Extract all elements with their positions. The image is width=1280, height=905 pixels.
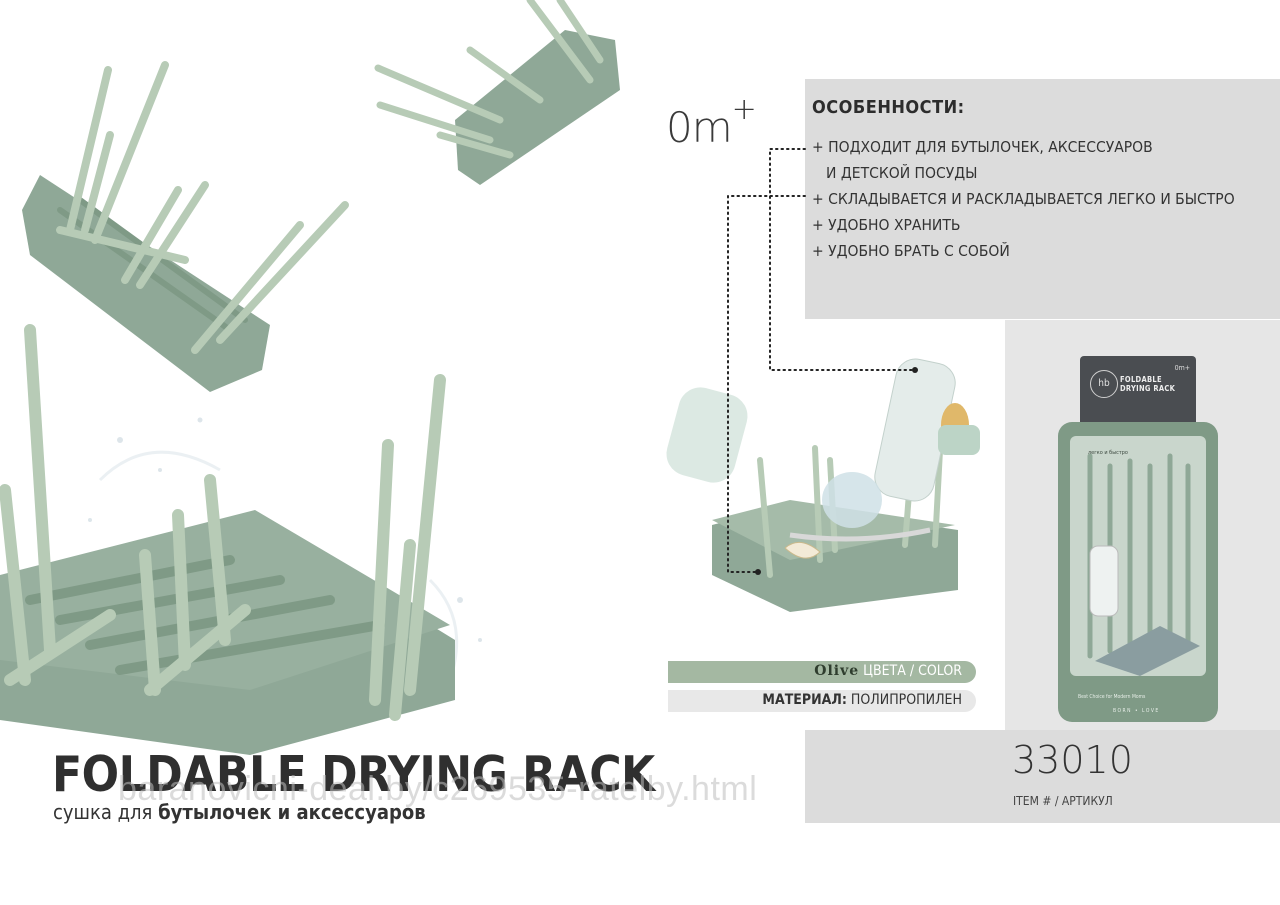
age-label: 0m+ bbox=[666, 92, 757, 152]
box-footer: BORN • LOVE bbox=[1113, 708, 1160, 714]
box-age: 0m+ bbox=[1174, 364, 1190, 372]
feature-item: И ДЕТСКОЙ ПОСУДЫ bbox=[826, 164, 978, 182]
article-number: 33010 bbox=[1012, 738, 1133, 782]
drying-rack-tilted-image bbox=[22, 61, 349, 392]
feature-item: + УДОБНО БРАТЬ С СОБОЙ bbox=[812, 242, 1010, 260]
box-window: легко и быстро bbox=[1070, 436, 1206, 676]
article-label: ITEM # / АРТИКУЛ bbox=[1013, 794, 1113, 808]
product-subtitle: сушка для бутылочек и аксессуаров bbox=[53, 800, 426, 824]
feature-item: + ПОДХОДИТ ДЛЯ БУТЫЛОЧЕК, АКСЕССУАРОВ bbox=[812, 138, 1153, 156]
color-label: ЦВЕТА / COLOR bbox=[863, 663, 962, 679]
watermark: baranovichi-deal.by/c269535-ratelby.html bbox=[118, 770, 758, 808]
material-value: ПОЛИПРОПИЛЕН bbox=[850, 692, 962, 708]
drying-rack-large-image bbox=[0, 324, 455, 755]
material-label: МАТЕРИАЛ: bbox=[762, 692, 847, 708]
box-subtitle: легко и быстро bbox=[1088, 450, 1128, 456]
color-bar: Olive ЦВЕТА / COLOR bbox=[668, 661, 976, 683]
product-title: FOLDABLE DRYING RACK bbox=[52, 746, 655, 803]
box-body: легко и быстро Best Choice for Modern Mo… bbox=[1058, 422, 1218, 722]
feature-item: + УДОБНО ХРАНИТЬ bbox=[812, 216, 961, 234]
brand-logo: hb bbox=[1090, 370, 1118, 398]
features-panel bbox=[805, 79, 1280, 319]
article-panel bbox=[805, 730, 1280, 823]
drying-rack-with-bottles-image bbox=[666, 358, 980, 612]
features-title: ОСОБЕННОСТИ: bbox=[812, 97, 965, 118]
material-bar: МАТЕРИАЛ: ПОЛИПРОПИЛЕН bbox=[668, 690, 976, 712]
box-tagline: Best Choice for Modern Moms bbox=[1078, 694, 1146, 700]
color-name: Olive bbox=[814, 663, 860, 679]
features-list: + ПОДХОДИТ ДЛЯ БУТЫЛОЧЕК, АКСЕССУАРОВ И … bbox=[812, 134, 1235, 264]
water-splash-image bbox=[88, 417, 482, 681]
feature-item: + СКЛАДЫВАЕТСЯ И РАСКЛАДЫВАЕТСЯ ЛЕГКО И … bbox=[812, 190, 1235, 208]
drying-rack-top-image bbox=[374, 0, 620, 185]
